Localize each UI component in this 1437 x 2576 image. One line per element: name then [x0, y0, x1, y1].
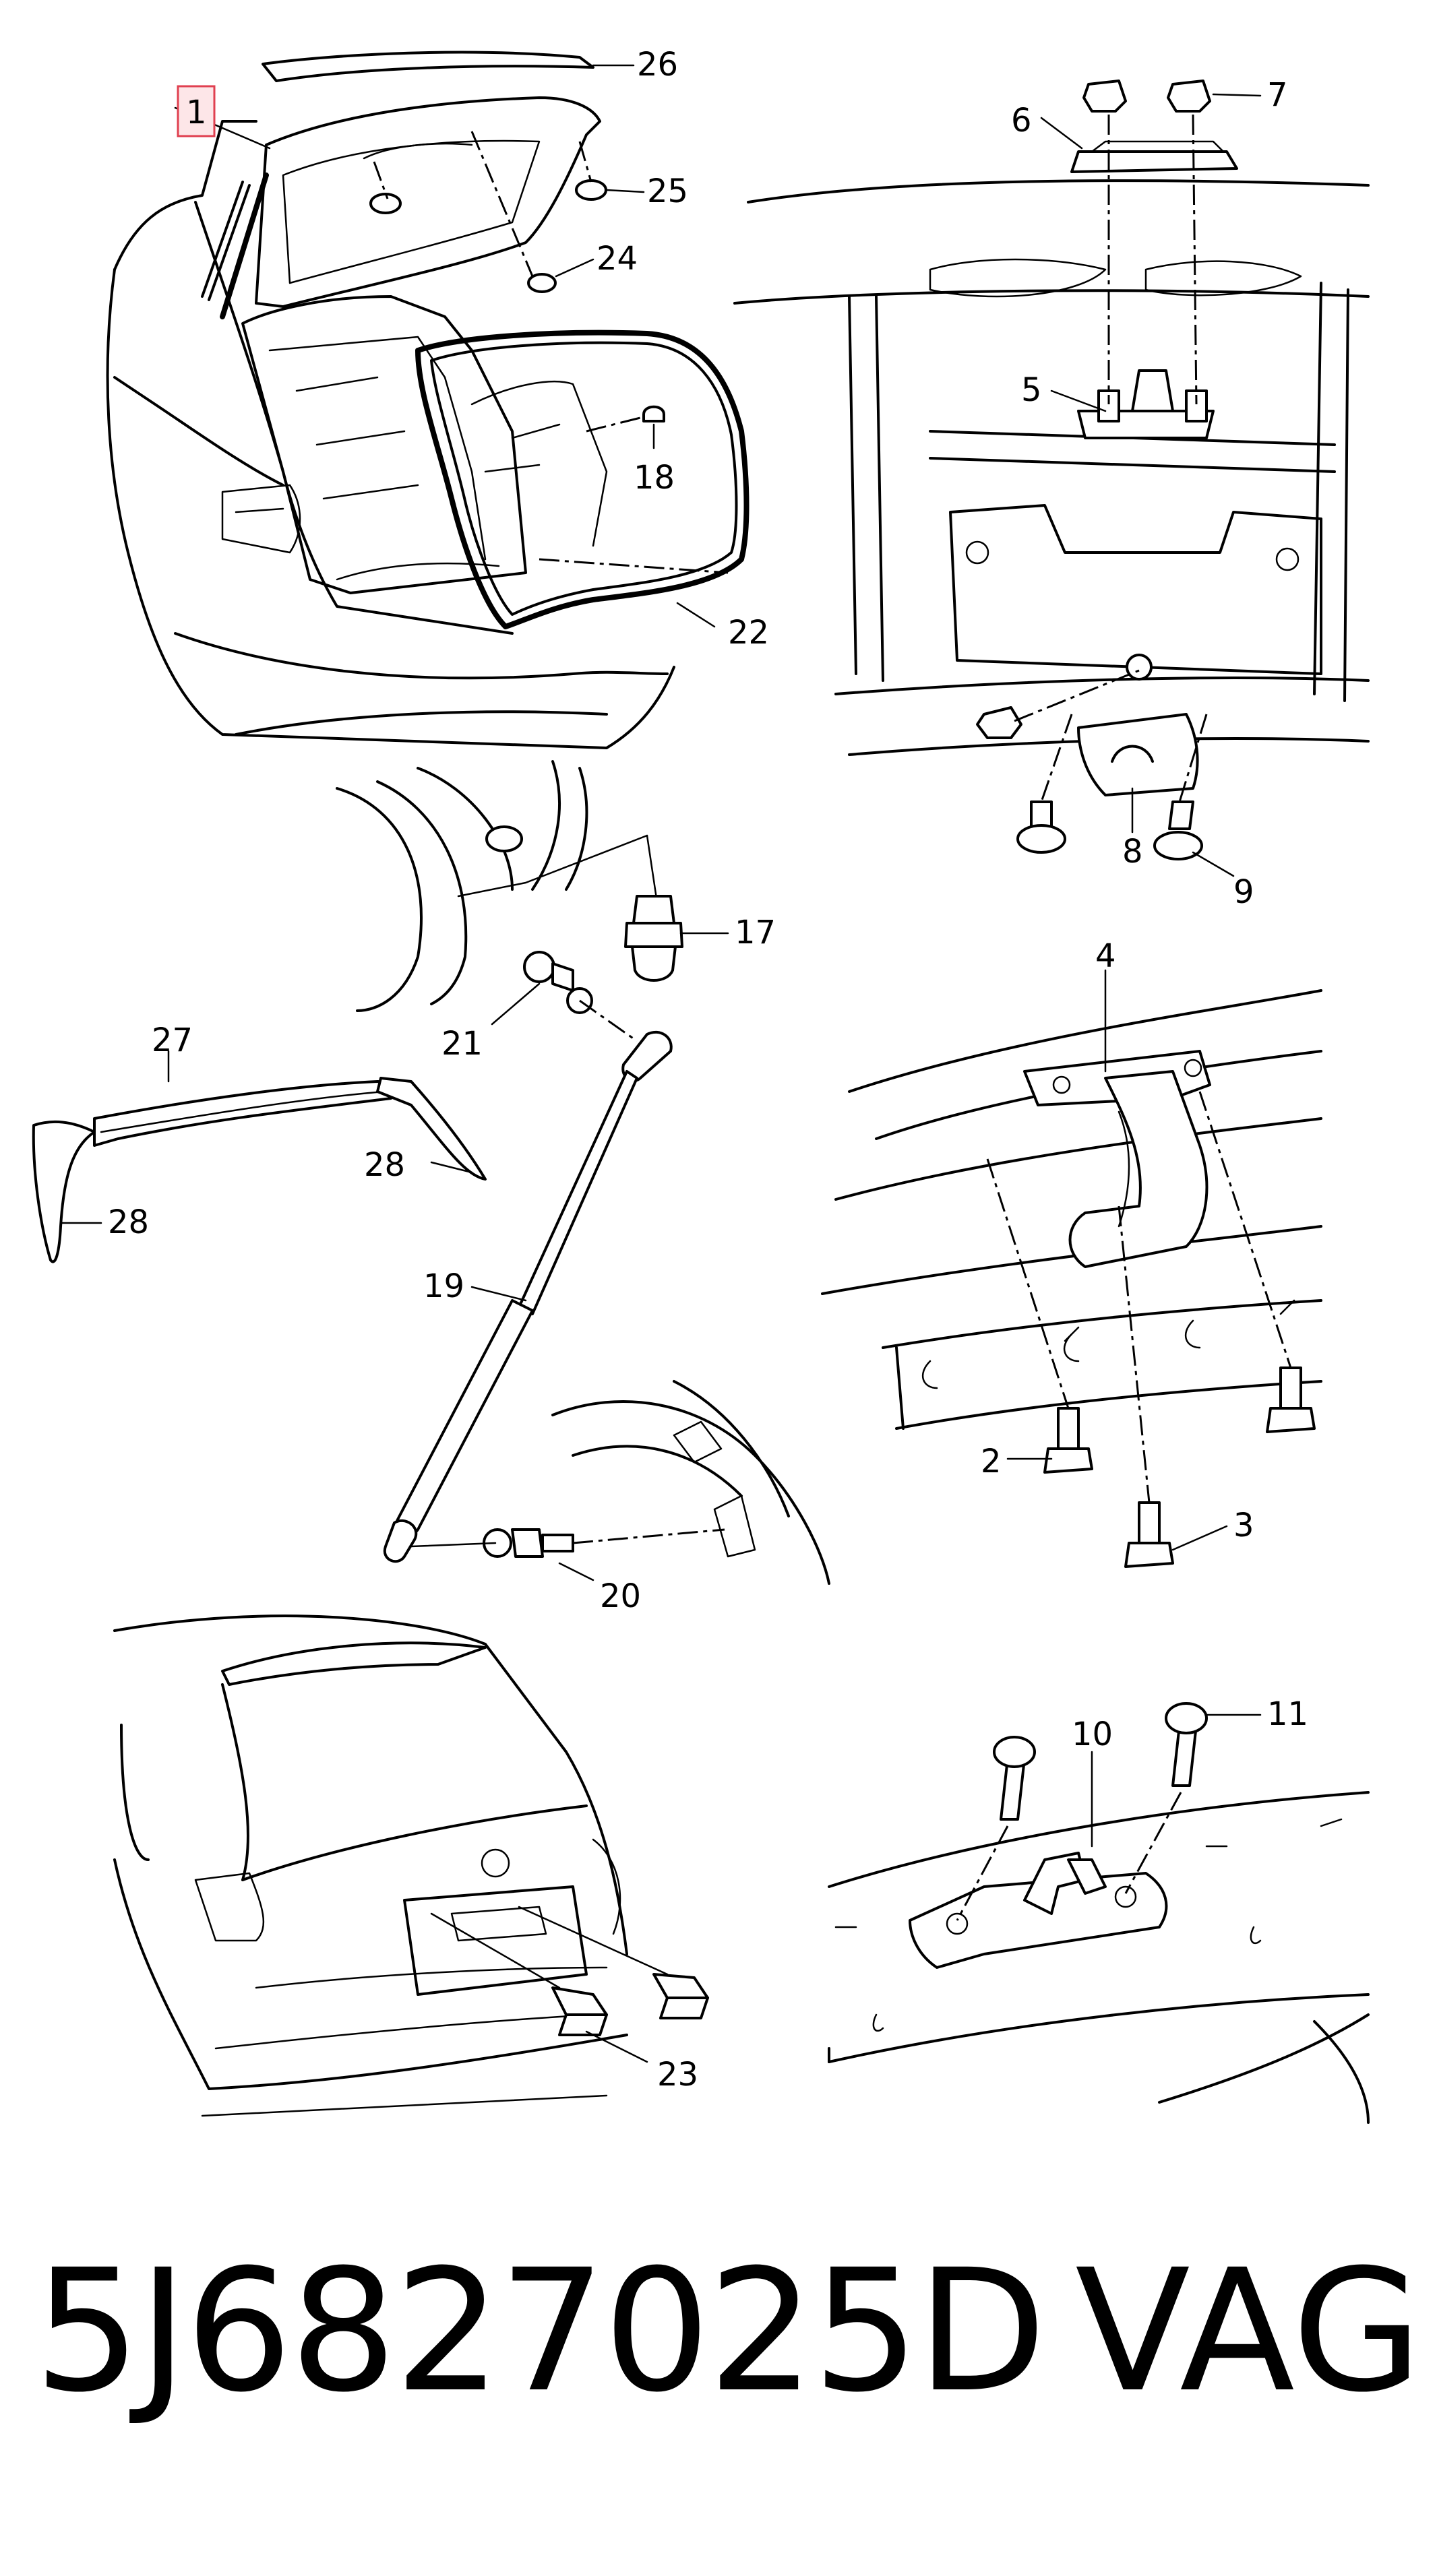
callout-7: 7: [1267, 76, 1288, 114]
callout-28-left: 28: [108, 1203, 149, 1241]
callout-1: 1: [186, 94, 207, 131]
callout-8: 8: [1122, 833, 1143, 871]
callout-4: 4: [1095, 937, 1116, 975]
lock-mounting-view: [733, 80, 1370, 877]
callout-19: 19: [423, 1267, 464, 1305]
striker-view: [828, 1702, 1370, 2124]
callout-26: 26: [637, 46, 678, 84]
callout-6: 6: [1011, 102, 1032, 139]
highlight-box: [177, 85, 216, 137]
tailgate-open-view: [106, 51, 750, 749]
brand-name: VAG: [1075, 2233, 1423, 2429]
callout-25: 25: [647, 172, 688, 210]
callout-11: 11: [1267, 1695, 1308, 1733]
footer: 5J6827025D VAG: [0, 2244, 1437, 2419]
callout-18: 18: [634, 459, 675, 497]
callout-labels: 1 26 25 24 18 22 6 7 5 8 9 17 21 27 28 2…: [108, 46, 1308, 2094]
callout-3: 3: [1233, 1507, 1254, 1544]
callout-27: 27: [152, 1022, 193, 1059]
rear-view-licence-lamps: [113, 1614, 709, 2117]
callout-22: 22: [728, 614, 769, 652]
hinge-view: [821, 969, 1322, 1568]
callout-2: 2: [981, 1443, 1002, 1480]
gas-strut-view: [336, 760, 830, 1585]
callout-24: 24: [597, 240, 638, 278]
part-number: 5J6827025D: [34, 2233, 1047, 2429]
callout-5: 5: [1021, 371, 1042, 409]
callout-23: 23: [657, 2056, 698, 2094]
callout-17: 17: [735, 914, 776, 951]
callout-20: 20: [600, 1577, 641, 1615]
callout-28-right: 28: [364, 1146, 405, 1184]
callout-21: 21: [441, 1025, 483, 1063]
callout-9: 9: [1233, 873, 1254, 911]
spoiler-trim-view: [32, 1050, 487, 1263]
callout-10: 10: [1072, 1716, 1113, 1753]
